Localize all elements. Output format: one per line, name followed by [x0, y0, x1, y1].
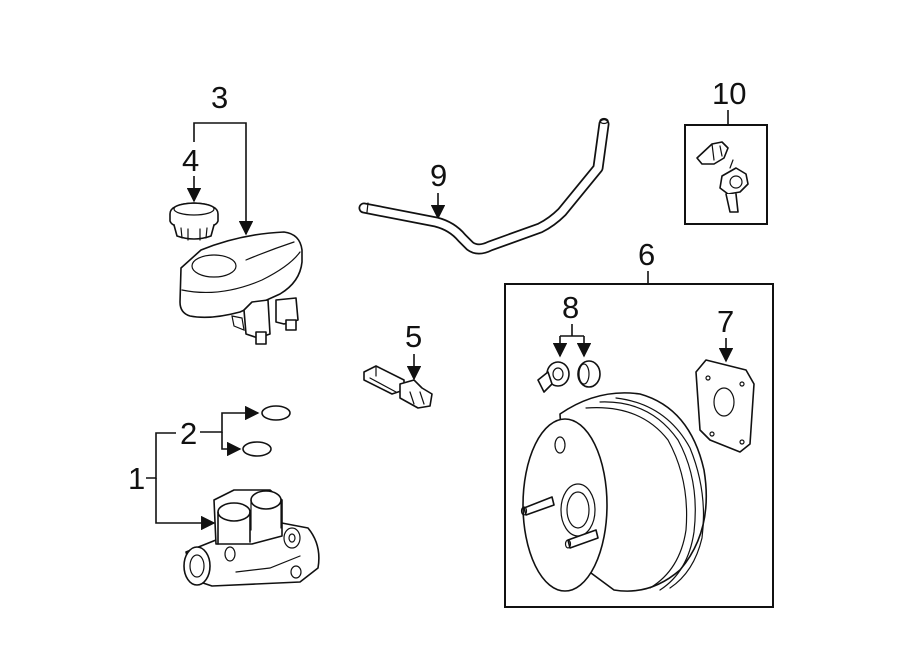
gasket-icon: [695, 359, 755, 453]
check-valve-icon: [696, 141, 749, 213]
callout-1: 1: [128, 461, 145, 496]
callout-6: 6: [638, 237, 655, 272]
callout-2: 2: [180, 416, 197, 451]
reservoir-cap-icon: [169, 202, 219, 241]
callout-10-box: [684, 124, 768, 225]
callout-5: 5: [405, 319, 422, 354]
callout-6-box: [504, 283, 774, 608]
o-ring-icon: [242, 441, 272, 457]
vacuum-hose-icon: [358, 117, 610, 255]
leader-2-down: [221, 432, 242, 457]
callout-8: 8: [562, 290, 579, 325]
callout-7: 7: [717, 304, 734, 339]
o-ring-icon: [261, 405, 291, 421]
leader-2-up: [200, 405, 260, 433]
leader-1: [146, 432, 176, 479]
callout-4: 4: [182, 143, 199, 178]
brake-booster-icon: [520, 392, 707, 592]
callout-10: 10: [712, 76, 746, 111]
master-cylinder-icon: [183, 489, 320, 587]
leader-3: [193, 122, 254, 236]
callout-9: 9: [430, 158, 447, 193]
check-valve-icon: [537, 361, 570, 393]
leader-1-b: [155, 478, 216, 531]
callout-3: 3: [211, 80, 228, 115]
leader-8-left: [560, 335, 584, 356]
sensor-icon: [363, 365, 433, 409]
grommet-icon: [577, 360, 601, 388]
reservoir-icon: [179, 231, 303, 345]
